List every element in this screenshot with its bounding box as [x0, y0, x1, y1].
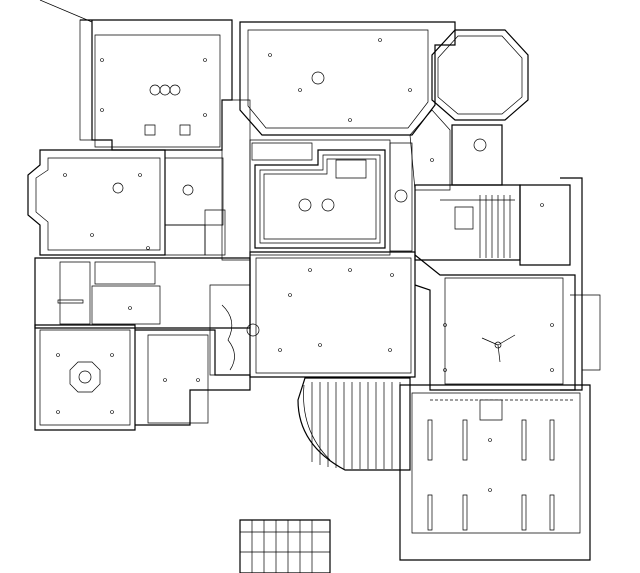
ceiling-light-icon	[247, 324, 259, 336]
ceiling-light-icon	[299, 199, 311, 211]
ceiling-light-icon	[183, 185, 193, 195]
ceiling-fan-icon	[482, 335, 515, 362]
fixtures	[57, 39, 554, 492]
site-line	[40, 0, 92, 22]
ceiling-light-icon	[395, 190, 407, 202]
walls	[28, 20, 600, 573]
stair-treads	[440, 195, 515, 258]
ceiling-light-icon	[312, 72, 324, 84]
light-strips	[428, 420, 554, 530]
octagon-light-icon	[70, 362, 100, 392]
ceiling-light-icon	[113, 183, 123, 193]
ceiling-light-icon	[322, 199, 334, 211]
entry-grid	[240, 520, 330, 573]
curved-deck	[298, 378, 410, 470]
ceiling-light-icon	[474, 139, 486, 151]
recessed-lights	[57, 39, 554, 492]
chandelier-icon	[150, 85, 180, 95]
